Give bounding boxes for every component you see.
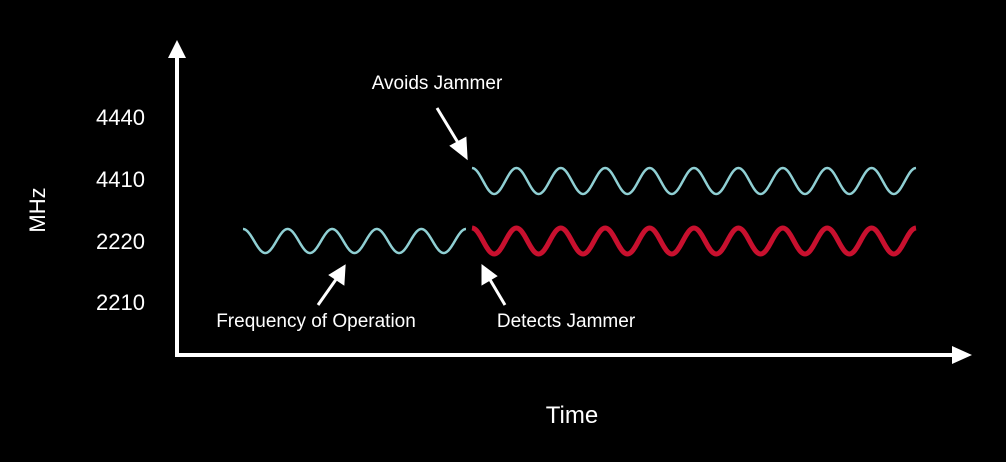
y-tick-2220: 2220	[96, 229, 145, 254]
x-axis	[175, 346, 972, 364]
detects-jammer-arrow	[481, 264, 507, 306]
x-axis-label: Time	[545, 402, 599, 429]
detects-jammer-label: Detects Jammer	[496, 311, 636, 332]
avoids-jammer-label: Avoids Jammer	[371, 73, 503, 94]
avoids-jammer-arrow	[435, 107, 468, 161]
jammer-signal-2220	[471, 225, 917, 257]
y-tick-2210: 2210	[96, 290, 145, 315]
frequency-of-operation-label: Frequency of Operation	[216, 311, 416, 332]
y-axis	[168, 40, 186, 356]
y-axis-label: MHz	[25, 187, 50, 233]
hopped-signal-4410	[471, 166, 917, 196]
operation-signal-2220	[242, 227, 467, 255]
y-tick-4410: 4410	[96, 167, 145, 192]
x-axis-arrowhead	[952, 346, 972, 364]
frequency-arrow	[316, 264, 346, 306]
y-axis-arrowhead	[168, 40, 186, 58]
y-tick-4440: 4440	[96, 105, 145, 130]
